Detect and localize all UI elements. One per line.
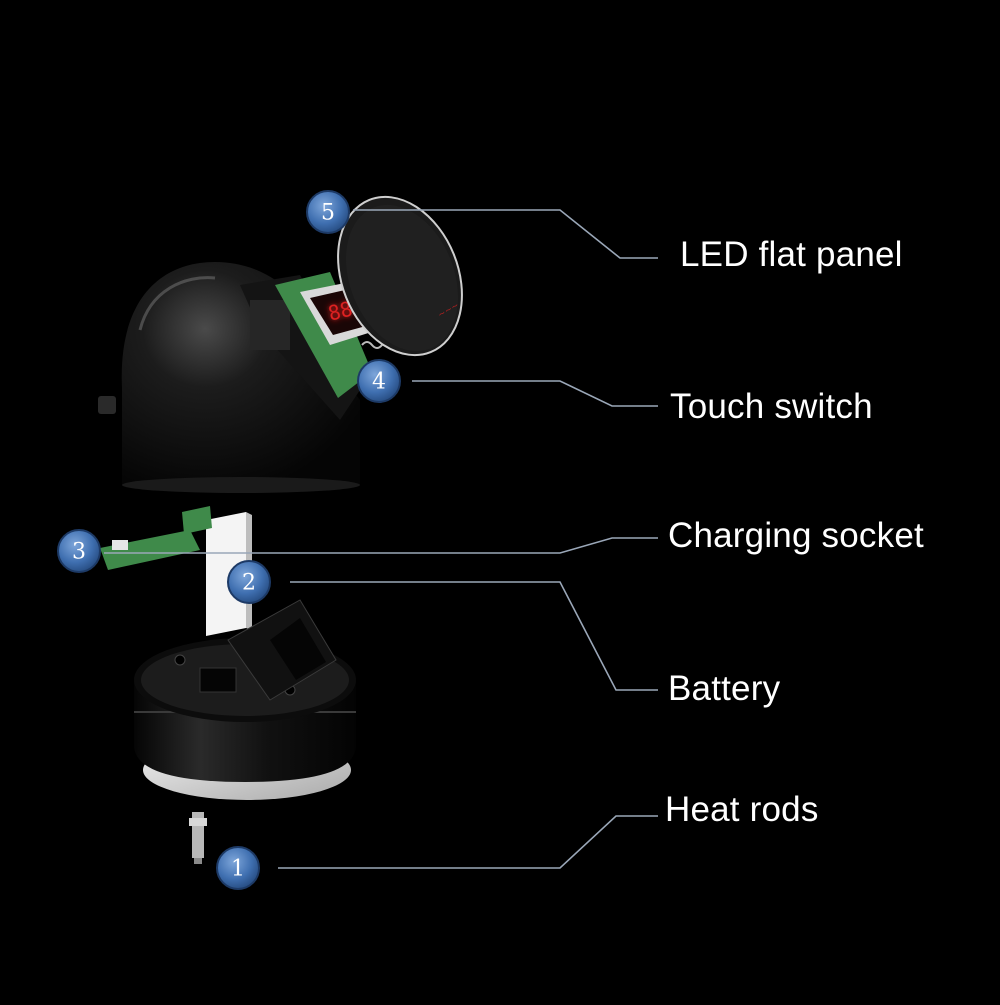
charging-board xyxy=(100,506,212,570)
callout-badge-1: 1 xyxy=(216,846,260,890)
callout-badge-4: 4 xyxy=(357,359,401,403)
label-touch-switch: Touch switch xyxy=(670,387,873,426)
heat-rod xyxy=(189,812,207,864)
base-housing xyxy=(134,599,356,800)
leader-line-1 xyxy=(278,815,658,869)
leader-lines xyxy=(104,209,658,869)
label-battery: Battery xyxy=(668,669,781,708)
leader-line-3 xyxy=(104,537,658,554)
badge-number-3: 3 xyxy=(72,540,86,565)
label-charging-socket: Charging socket xyxy=(668,516,924,555)
led-flat-panel: ~~~ xyxy=(337,195,463,357)
callout-badge-5: 5 xyxy=(306,190,350,234)
badge-number-4: 4 xyxy=(372,370,386,395)
badge-number-1: 1 xyxy=(231,857,245,882)
leader-line-4 xyxy=(412,380,658,407)
leader-line-2 xyxy=(290,581,658,691)
callout-badge-3: 3 xyxy=(57,529,101,573)
callout-badge-2: 2 xyxy=(227,560,271,604)
label-heat-rods: Heat rods xyxy=(665,790,819,829)
label-led-flat-panel: LED flat panel xyxy=(680,235,903,274)
leader-line-5 xyxy=(353,209,658,259)
badge-number-5: 5 xyxy=(321,201,335,226)
badge-number-2: 2 xyxy=(242,571,256,596)
side-button xyxy=(98,396,116,414)
